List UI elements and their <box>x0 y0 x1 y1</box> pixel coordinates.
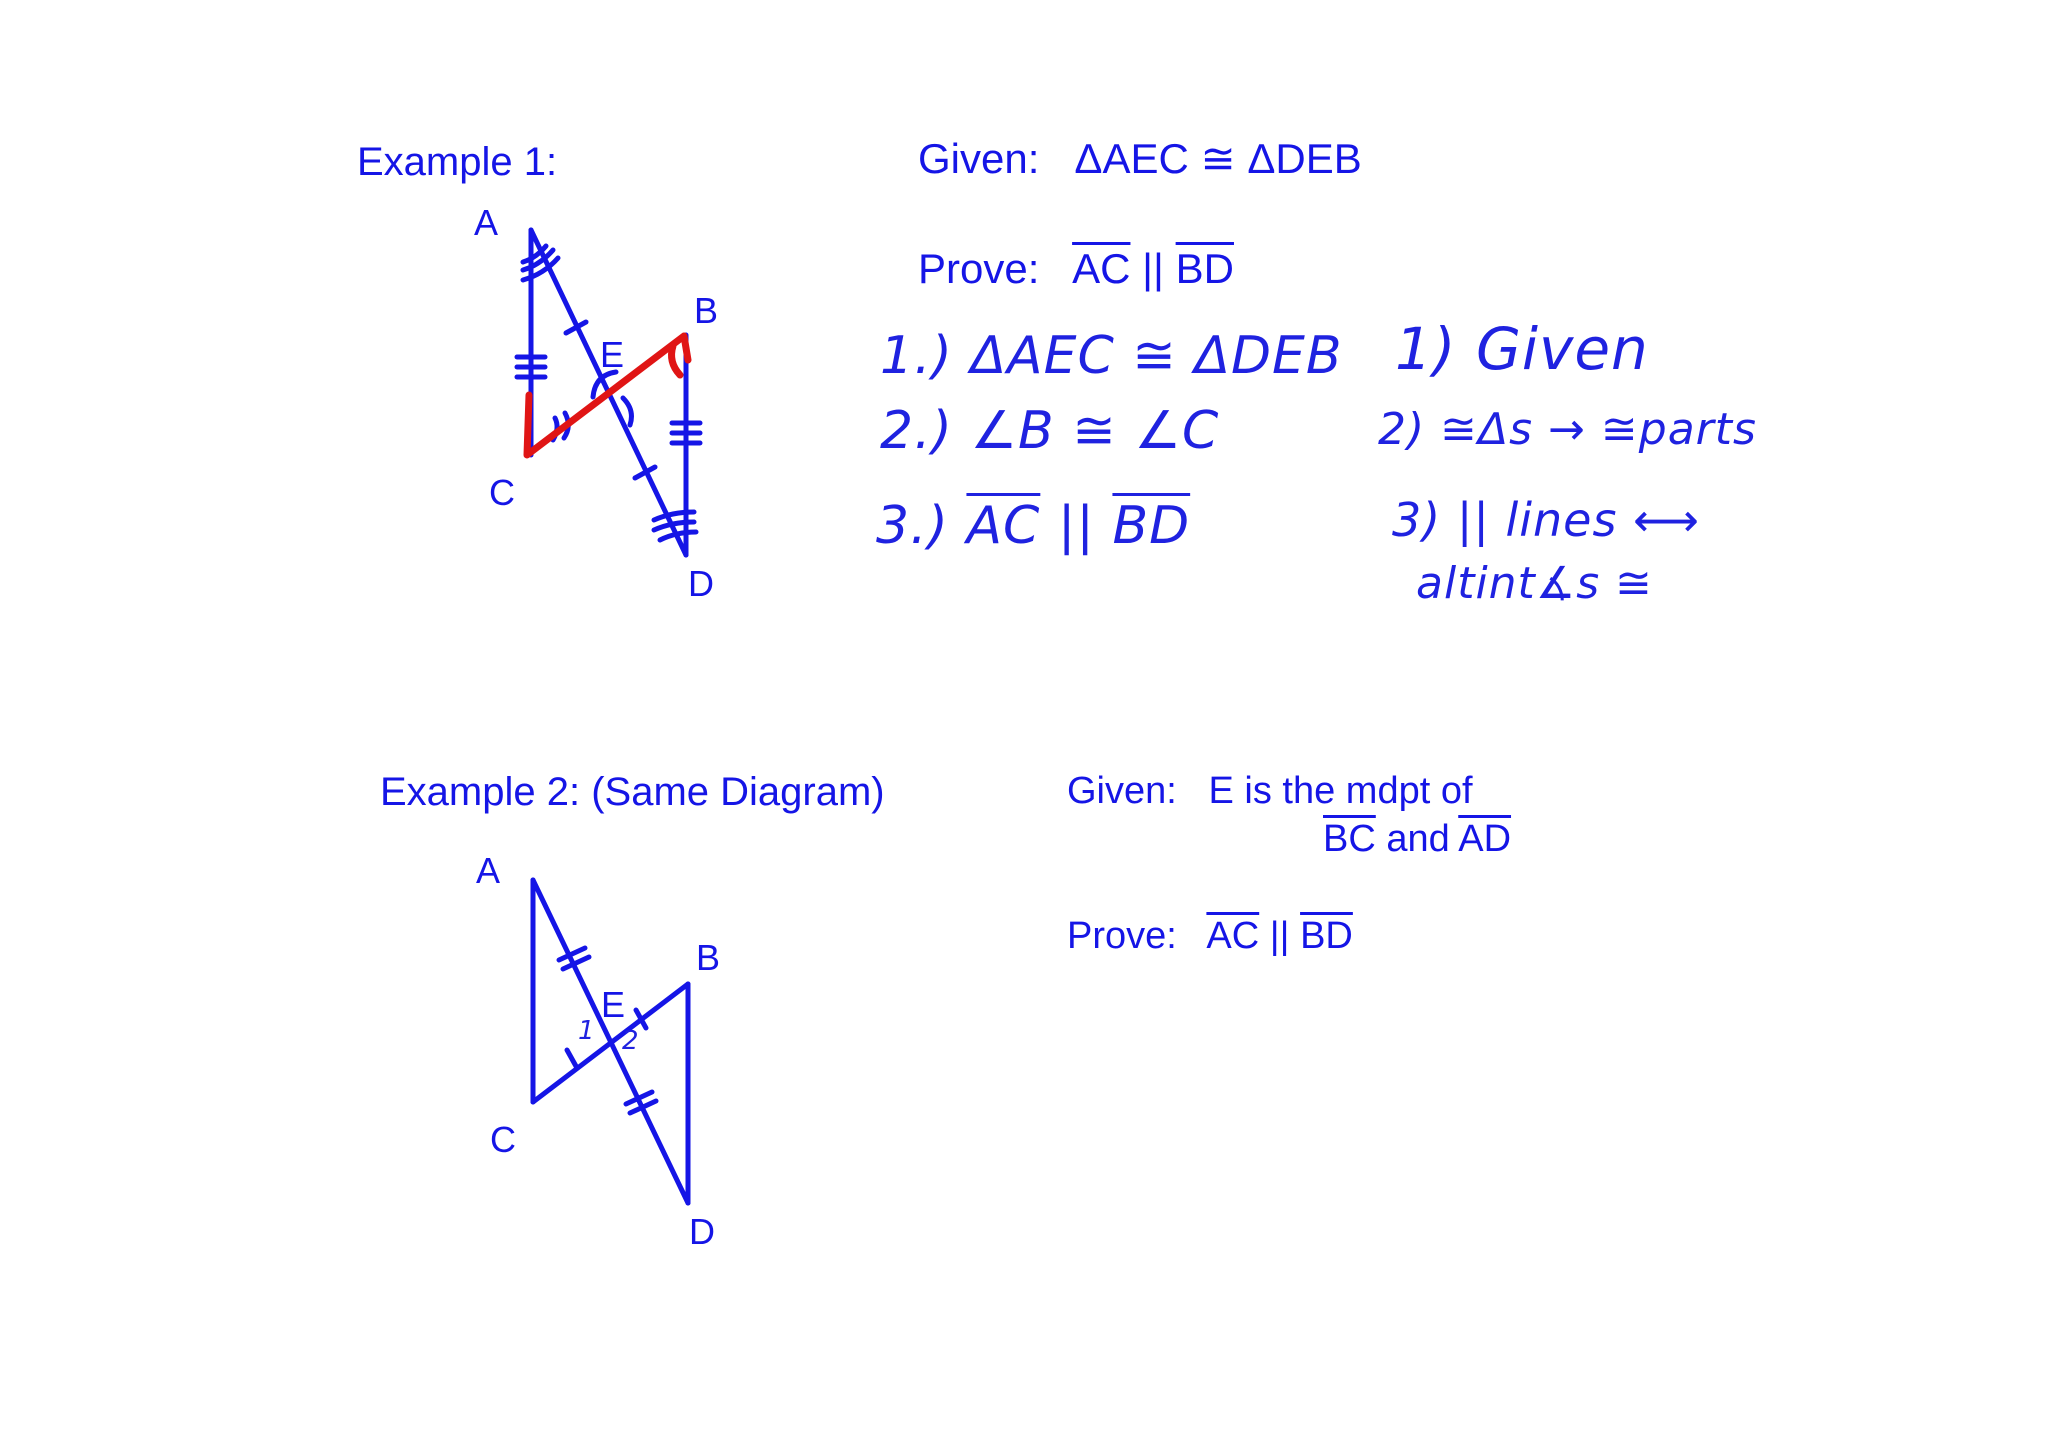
reason-3-continued: altint∡s ≅ <box>1416 558 1654 609</box>
example1-vertex-e: E <box>600 334 625 375</box>
angle-1-label: 1 <box>578 1016 596 1046</box>
prove-label: Prove: <box>918 245 1040 292</box>
given-label: Given: <box>1067 770 1177 812</box>
statement-1: 1.) ΔAEC ≅ ΔDEB <box>880 330 1343 382</box>
statement-1-number: 1.) <box>880 326 953 386</box>
given-and: and <box>1386 818 1450 860</box>
reason-2: 2) ≅Δs → ≅parts <box>1378 408 1757 452</box>
reason-3: 3) || lines ⟷ <box>1392 497 1700 543</box>
example1-vertex-a: A <box>474 202 499 243</box>
reason-1-text: Given <box>1475 315 1649 383</box>
example1-vertex-c: C <box>489 472 515 513</box>
example2-title: Example 2: (Same Diagram) <box>380 770 885 814</box>
example1-prove: Prove: AC || BD <box>918 248 1234 290</box>
statement-1-text: ΔAEC ≅ ΔDEB <box>970 326 1343 386</box>
parallel-symbol: || <box>1142 245 1164 292</box>
reason-2-text: ≅Δs → ≅parts <box>1440 404 1757 455</box>
statement-2: 2.) ∠B ≅ ∠C <box>880 405 1219 457</box>
segment-ac: AC <box>1072 245 1131 292</box>
example2-vertex-a: A <box>476 850 501 891</box>
statement-3-parallel: || <box>1057 496 1095 556</box>
example1-given: Given: ΔAEC ≅ ΔDEB <box>918 138 1362 180</box>
reason-1: 1) Given <box>1395 320 1649 378</box>
segment-bc: BC <box>1323 818 1376 860</box>
example1-vertex-b: B <box>694 290 719 331</box>
statement-2-number: 2.) <box>880 401 953 461</box>
example2-vertex-c: C <box>490 1119 516 1160</box>
segment-bd: BD <box>1300 915 1353 957</box>
statement-3: 3.) AC || BD <box>876 500 1190 552</box>
statement-2-text: ∠B ≅ ∠C <box>970 401 1220 461</box>
example2-prove: Prove: AC || BD <box>1067 917 1353 955</box>
example1-title: Example 1: <box>357 140 558 184</box>
example2-given-line2: BC and AD <box>1323 820 1511 858</box>
angle-2-label: 2 <box>622 1026 640 1056</box>
example1-vertex-d: D <box>688 563 714 604</box>
reason-3-text: || lines ⟷ <box>1456 493 1701 547</box>
parallel-symbol: || <box>1269 915 1290 957</box>
reason-3-number: 3) <box>1392 493 1442 547</box>
example2-vertex-b: B <box>696 937 721 978</box>
prove-label: Prove: <box>1067 915 1177 957</box>
reason-2-number: 2) <box>1378 404 1426 455</box>
segment-ac: AC <box>1206 915 1260 957</box>
segment-ad: AD <box>1458 818 1512 860</box>
segment-bd: BD <box>1175 245 1234 292</box>
statement-3-seg1: AC <box>966 496 1041 556</box>
given-statement: ΔAEC ≅ ΔDEB <box>1074 135 1362 182</box>
given-label: Given: <box>918 135 1040 182</box>
reason-1-number: 1) <box>1395 315 1457 383</box>
given-line1: E is the mdpt of <box>1208 770 1473 812</box>
example2-vertex-d: D <box>689 1211 715 1252</box>
example2-given: Given: E is the mdpt of <box>1067 772 1473 810</box>
example2-vertex-e: E <box>601 984 626 1025</box>
statement-3-seg2: BD <box>1112 496 1191 556</box>
statement-3-number: 3.) <box>876 496 949 556</box>
